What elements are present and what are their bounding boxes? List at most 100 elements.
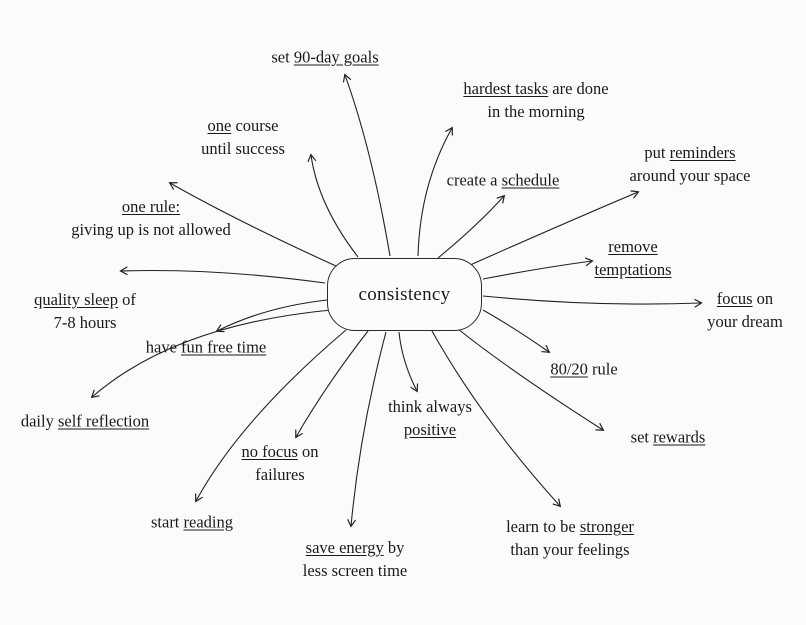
plain-text: giving up is not allowed — [71, 220, 231, 239]
arrow-no-focus-on-failures — [295, 330, 369, 439]
node-line: failures — [242, 463, 319, 486]
plain-text: until success — [201, 139, 285, 158]
plain-text: of — [117, 290, 136, 309]
node-save-energy: save energy by less screen time — [303, 536, 407, 582]
node-line: set rewards — [631, 426, 706, 449]
plain-text: put — [644, 143, 670, 162]
arrow-one-rule-giving-up — [168, 182, 337, 267]
underlined-text: one — [207, 116, 232, 135]
plain-text: course — [231, 116, 279, 135]
plain-text: rule — [587, 359, 618, 379]
arrow-have-fun-free-time — [215, 299, 328, 333]
underlined-text: self reflection — [57, 411, 150, 431]
underlined-text: focus — [716, 289, 753, 308]
underlined-text: 80/20 — [550, 359, 588, 379]
node-line: until success — [201, 137, 285, 160]
plain-text: by — [383, 538, 405, 557]
center-node: consistency — [327, 258, 482, 331]
arrow-learn-to-be-stronger — [431, 330, 562, 508]
plain-text: think always — [388, 397, 472, 416]
underlined-text: 90-day goals — [293, 47, 379, 67]
plain-text: than your feelings — [510, 540, 630, 559]
underlined-text: hardest tasks — [463, 79, 549, 98]
arrow-focus-on-your-dream — [482, 295, 703, 308]
underlined-text: stronger — [579, 517, 634, 536]
node-line: hardest tasks are done — [463, 77, 608, 100]
node-line: have fun free time — [146, 336, 267, 359]
node-line: save energy by — [303, 536, 407, 559]
arrow-one-course-until-success — [307, 153, 359, 258]
plain-text: have — [145, 337, 182, 357]
node-line: think always — [388, 395, 472, 418]
node-line: less screen time — [303, 559, 407, 582]
node-line: remove — [595, 235, 672, 258]
node-learn-to-be-stronger: learn to be stronger than your feelings — [506, 515, 634, 561]
node-line: your dream — [707, 310, 783, 333]
underlined-text: schedule — [501, 170, 560, 190]
node-hardest-tasks-morning: hardest tasks are done in the morning — [463, 77, 608, 123]
node-80-20-rule: 80/20 rule — [550, 358, 617, 381]
plain-text: create a — [446, 170, 502, 190]
center-label: consistency — [358, 283, 451, 305]
node-line: temptations — [595, 258, 672, 281]
arrow-group — [90, 73, 703, 528]
underlined-text: positive — [403, 420, 457, 439]
underlined-text: no focus — [241, 442, 298, 461]
plain-text: daily — [20, 411, 58, 431]
node-line: start reading — [151, 511, 233, 534]
arrow-put-reminders — [467, 190, 640, 267]
node-line: giving up is not allowed — [71, 218, 231, 241]
plain-text: failures — [255, 465, 305, 484]
plain-text: set — [271, 47, 294, 67]
plain-text: in the morning — [487, 102, 585, 121]
node-put-reminders: put reminders around your space — [630, 141, 751, 187]
node-line: one rule: — [71, 195, 231, 218]
arrow-80-20-rule — [482, 309, 551, 353]
node-daily-self-reflection: daily self reflection — [21, 410, 149, 433]
plain-text: on — [297, 442, 319, 461]
node-line: than your feelings — [506, 538, 634, 561]
plain-text: less screen time — [302, 561, 408, 580]
node-line: no focus on — [242, 440, 319, 463]
underlined-text: one rule: — [121, 197, 181, 216]
node-line: 80/20 rule — [550, 358, 617, 381]
node-line: around your space — [630, 164, 751, 187]
plain-text: around your space — [629, 166, 751, 185]
node-line: learn to be stronger — [506, 515, 634, 538]
node-have-fun-free-time: have fun free time — [146, 336, 267, 359]
node-set-90-day-goals: set 90-day goals — [271, 46, 378, 69]
plain-text: 7-8 hours — [53, 313, 117, 332]
plain-text: start — [150, 512, 184, 532]
node-line: quality sleep of — [34, 288, 136, 311]
underlined-text: rewards — [653, 427, 706, 447]
underlined-text: reminders — [669, 143, 736, 162]
arrow-create-a-schedule — [437, 194, 506, 259]
plain-text: set — [630, 427, 654, 447]
node-line: create a schedule — [447, 169, 560, 192]
underlined-text: remove — [608, 237, 658, 256]
underlined-text: fun free time — [181, 337, 267, 357]
node-line: focus on — [707, 287, 783, 310]
node-start-reading: start reading — [151, 511, 233, 534]
arrow-daily-self-reflection — [90, 309, 332, 399]
node-line: set 90-day goals — [271, 46, 378, 69]
plain-text: on — [752, 289, 774, 308]
node-one-rule-giving-up: one rule: giving up is not allowed — [71, 195, 231, 241]
node-line: positive — [388, 418, 472, 441]
plain-text: learn to be — [506, 517, 580, 536]
node-line: one course — [201, 114, 285, 137]
node-no-focus-on-failures: no focus on failures — [242, 440, 319, 486]
underlined-text: temptations — [594, 260, 672, 279]
arrow-hardest-tasks-morning — [417, 126, 453, 257]
underlined-text: save energy — [305, 538, 384, 557]
arrow-think-always-positive — [398, 331, 419, 393]
arrow-quality-sleep — [119, 266, 326, 284]
node-line: in the morning — [463, 100, 608, 123]
node-one-course-until-success: one course until success — [201, 114, 285, 160]
node-line: put reminders — [630, 141, 751, 164]
node-create-a-schedule: create a schedule — [447, 169, 560, 192]
node-think-always-positive: think always positive — [388, 395, 472, 441]
